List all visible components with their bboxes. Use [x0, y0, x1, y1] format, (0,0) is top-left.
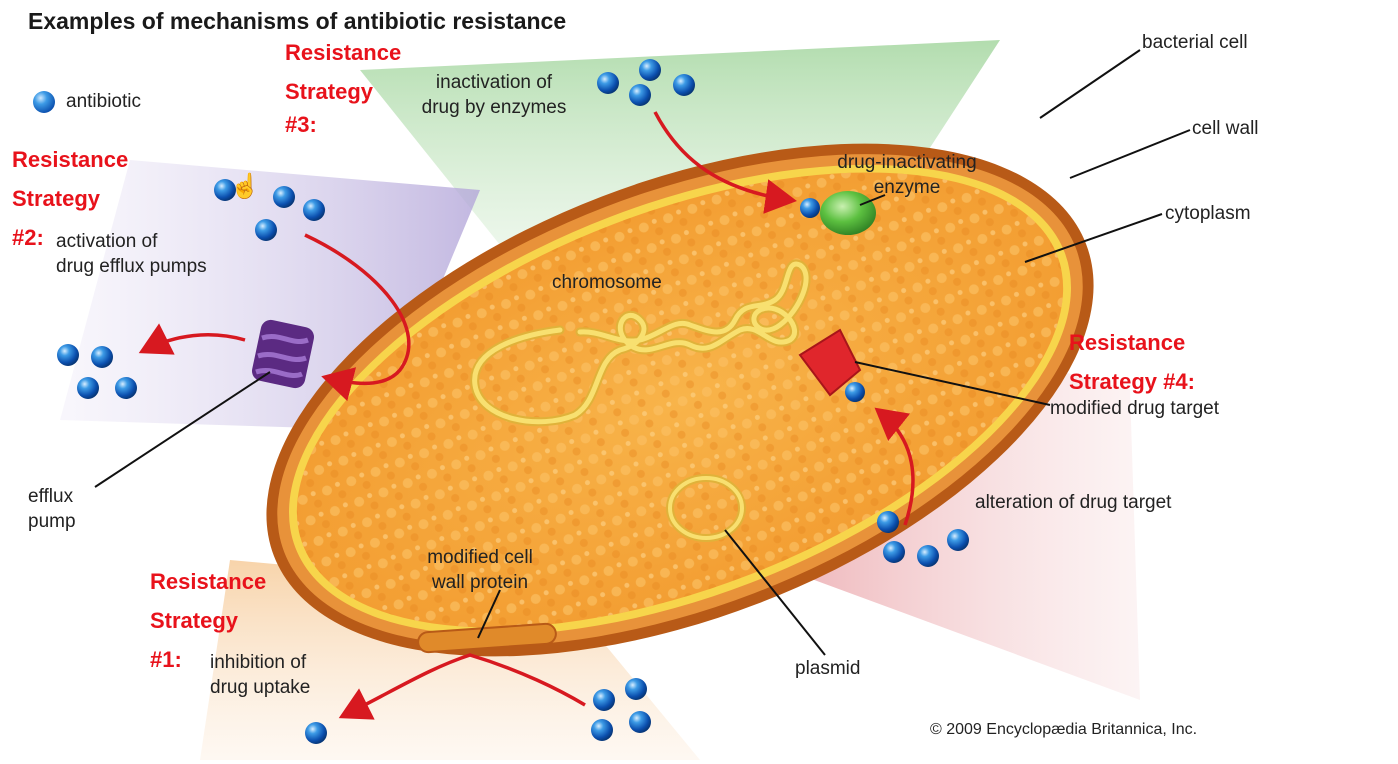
antibiotic-legend-label: antibiotic: [66, 91, 141, 112]
plasmid-highlight: [668, 476, 744, 540]
enzyme-shape: [820, 191, 876, 235]
copyright-notice: © 2009 Encyclopædia Britannica, Inc.: [930, 721, 1198, 738]
label-plasmid: plasmid: [795, 658, 861, 679]
label-alteration-drug-target: alteration of drug target: [975, 492, 1172, 513]
label-modified-drug-target: modified drug target: [1050, 398, 1219, 419]
label-cytoplasm: cytoplasm: [1165, 203, 1251, 224]
bacterial-cell-body: [266, 143, 1094, 657]
wall-protein-shape: [417, 622, 557, 654]
label-chromosome: chromosome: [552, 272, 662, 293]
label-drug-inactivating-enzyme: drug-inactivating enzyme: [837, 152, 977, 198]
chromosome-highlight: [472, 261, 809, 425]
efflux-pump-shape: [252, 319, 314, 389]
strategy-1-label: Resistance Strategy #1:: [150, 569, 267, 672]
strategy-4-label: Resistance Strategy #4:: [1069, 330, 1195, 394]
diagram-title: Examples of mechanisms of antibiotic res…: [28, 8, 567, 34]
label-inactivation: inactivation of drug by enzymes: [421, 72, 567, 118]
leader-lines: [94, 49, 1191, 656]
red-arrows: [138, 111, 915, 720]
modified-target-shape: [798, 328, 862, 397]
label-efflux-activation: activation of drug efflux pumps: [56, 231, 207, 277]
label-efflux-pump: efflux pump: [28, 486, 76, 532]
hand-pointer-icon: ☝: [230, 173, 260, 200]
antibiotic-molecules: [57, 59, 969, 744]
label-inhibition-drug-uptake: inhibition of drug uptake: [210, 652, 311, 698]
strategy-2-label: Resistance Strategy #2:: [12, 147, 129, 250]
antibiotic-legend-icon: [33, 91, 55, 113]
strategy-3-label: Resistance Strategy #3:: [285, 40, 402, 137]
label-modified-cell-wall-protein: modified cell wall protein: [427, 547, 533, 593]
label-bacterial-cell: bacterial cell: [1142, 32, 1248, 53]
label-cell-wall: cell wall: [1192, 118, 1259, 139]
